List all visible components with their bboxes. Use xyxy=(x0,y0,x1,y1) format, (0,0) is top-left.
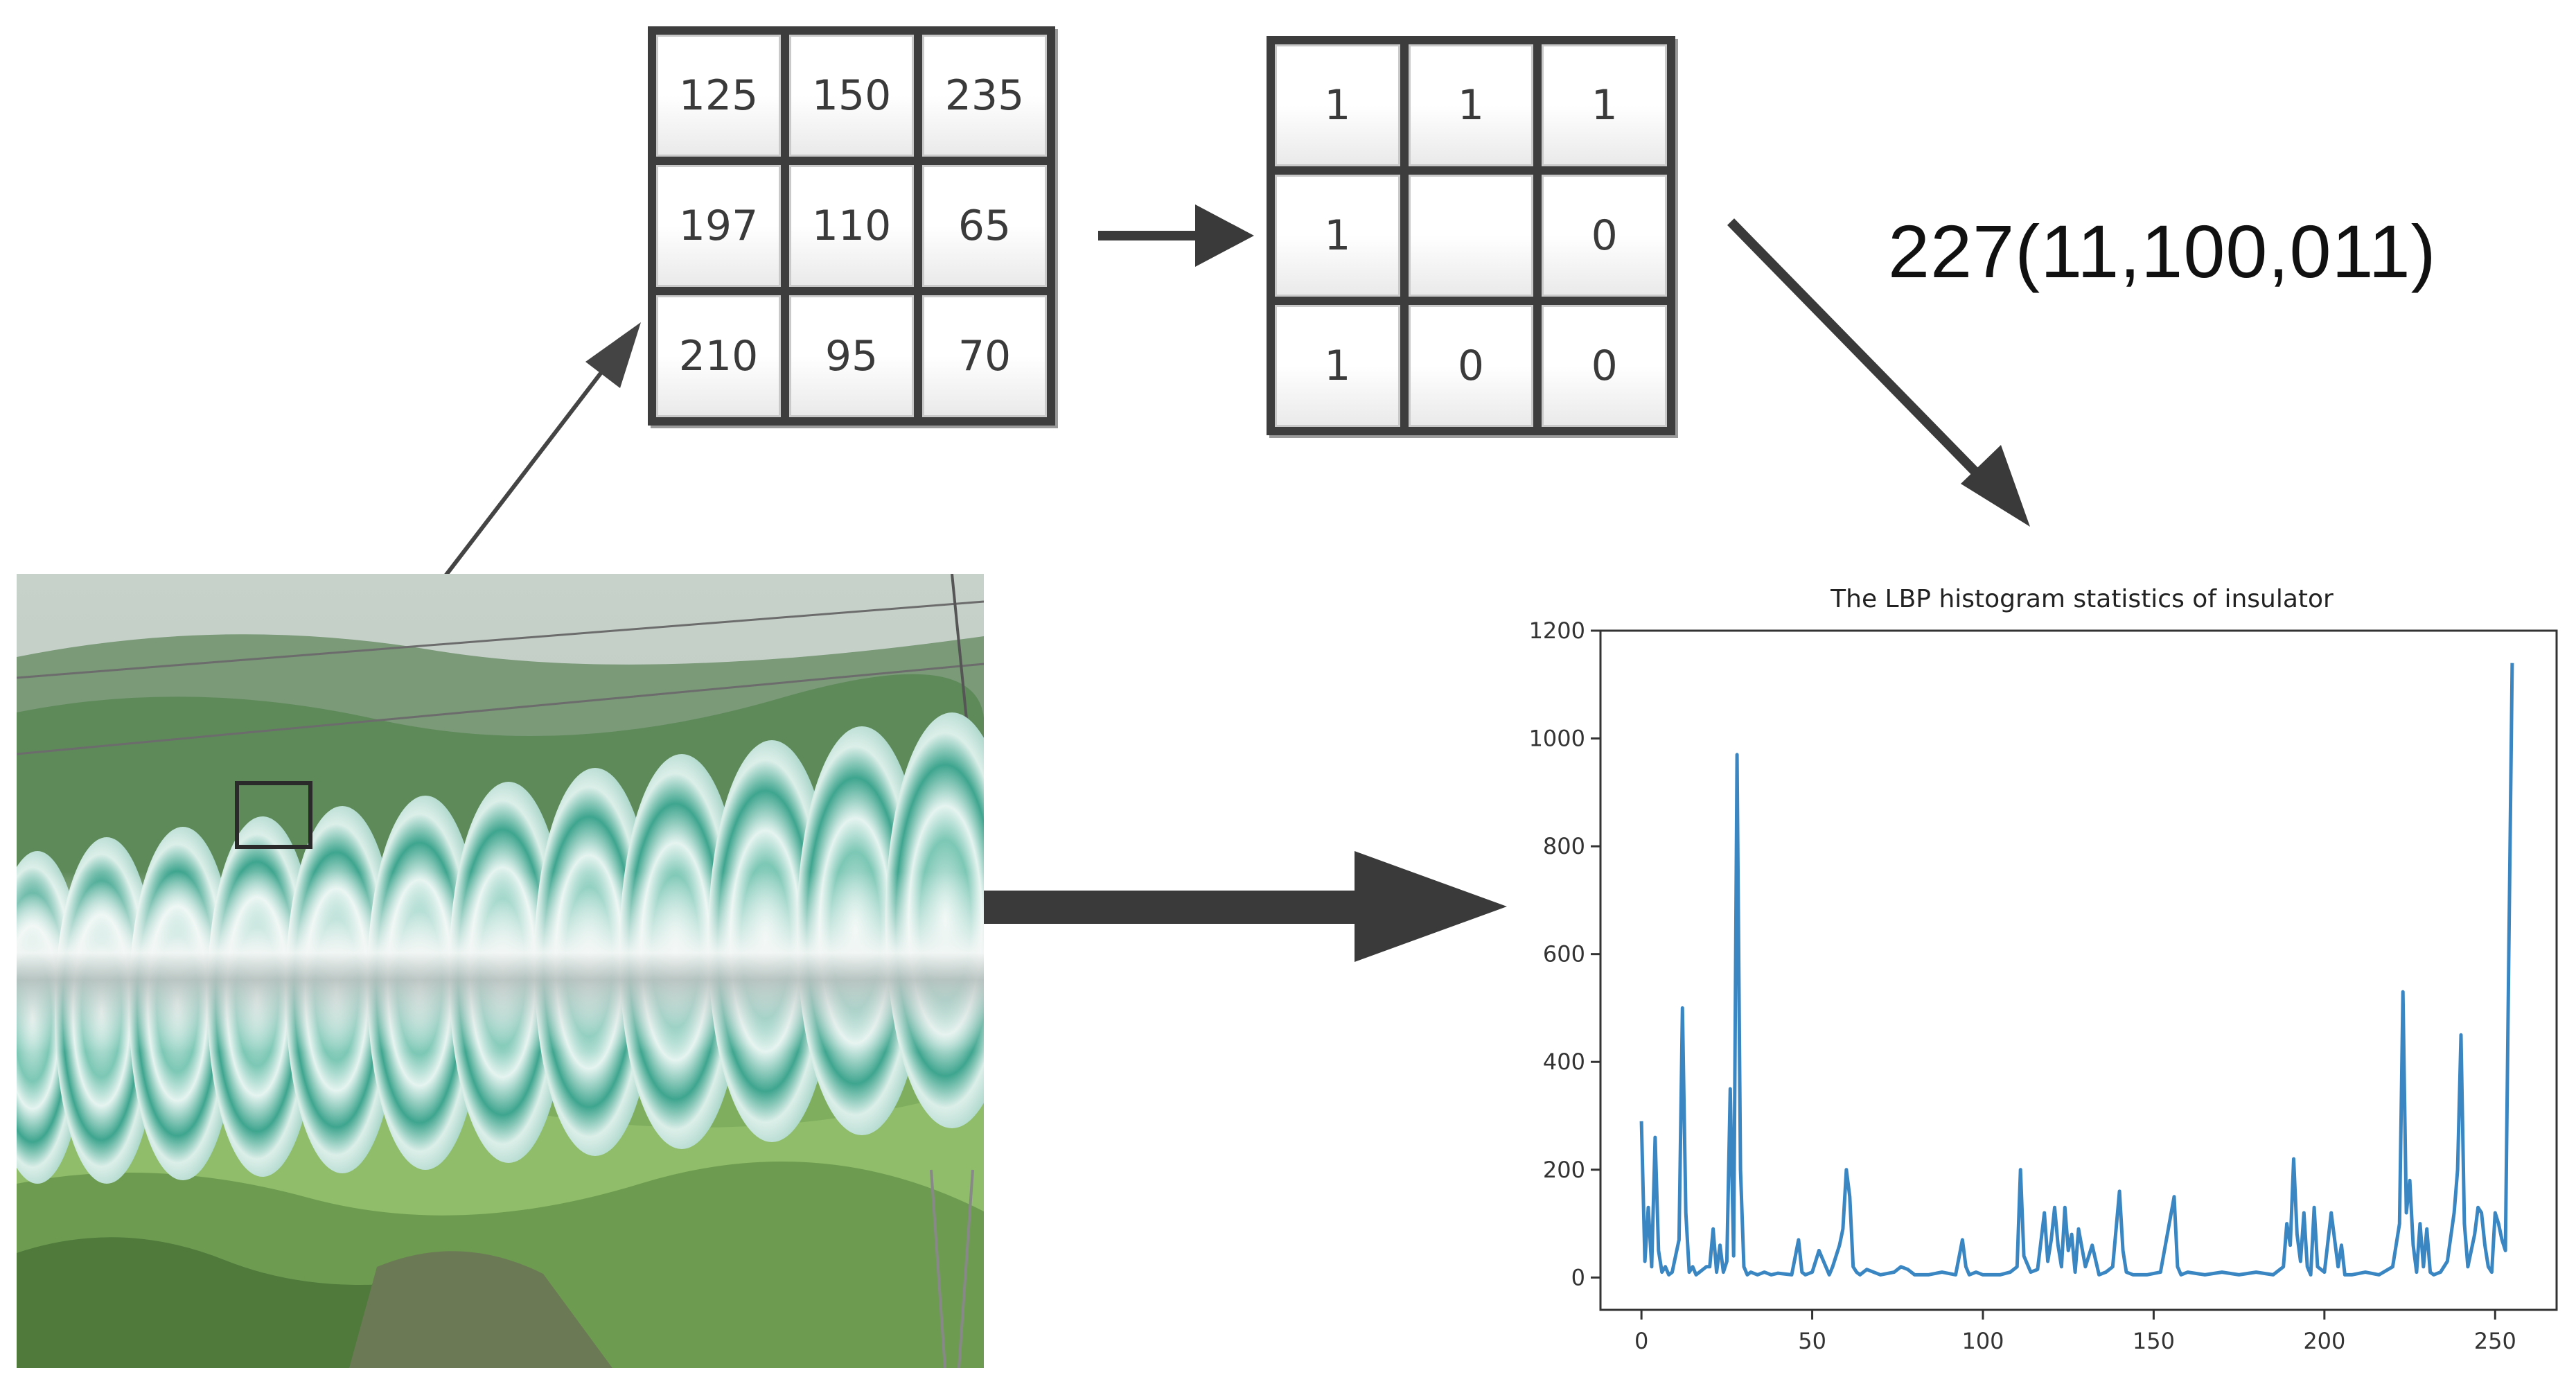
arrow-photo-to-histogram xyxy=(970,851,1507,962)
pixel-cell: 65 xyxy=(922,165,1047,287)
binary-cell: 1 xyxy=(1408,44,1534,166)
y-tick-label: 600 xyxy=(1543,941,1585,967)
x-tick-label: 250 xyxy=(2474,1328,2516,1354)
plot-frame xyxy=(1599,629,2558,1311)
lbp-histogram-chart: The LBP histogram statistics of insulato… xyxy=(1529,585,2558,1354)
pixel-cell: 197 xyxy=(656,165,781,287)
pixel-cell: 70 xyxy=(922,295,1047,417)
binary-cell: 0 xyxy=(1542,175,1667,297)
binary-cell: 1 xyxy=(1275,305,1400,427)
x-axis: 0 50 100 150 200 250 xyxy=(1634,1310,2516,1354)
x-tick-label: 150 xyxy=(2133,1328,2175,1354)
pixel-value-grid: 125 150 235 197 110 65 210 95 70 xyxy=(648,26,1055,426)
selection-box xyxy=(235,781,312,849)
binary-cell: 0 xyxy=(1408,305,1534,427)
y-tick-label: 1200 xyxy=(1529,618,1585,644)
pixel-cell: 95 xyxy=(789,295,914,417)
y-tick-label: 800 xyxy=(1543,833,1585,859)
binary-cell: 1 xyxy=(1275,44,1400,166)
pixel-cell: 125 xyxy=(656,35,781,157)
insulator-photo xyxy=(17,574,984,1368)
y-tick-label: 1000 xyxy=(1529,726,1585,752)
series-line xyxy=(1639,663,2514,1277)
binary-cell-center xyxy=(1408,175,1534,297)
binary-cell: 0 xyxy=(1542,305,1667,427)
arrow-pixels-to-binary xyxy=(1098,204,1254,267)
pixel-cell: 210 xyxy=(656,295,781,417)
y-tick-label: 0 xyxy=(1571,1264,1585,1290)
arrow-binary-to-histogram xyxy=(1727,218,2030,527)
x-tick-label: 0 xyxy=(1634,1328,1648,1354)
binary-threshold-grid: 1 1 1 1 0 1 0 0 xyxy=(1267,36,1675,435)
pixel-cell: 150 xyxy=(789,35,914,157)
pixel-cell: 235 xyxy=(922,35,1047,157)
x-tick-label: 200 xyxy=(2303,1328,2345,1354)
x-tick-label: 100 xyxy=(1961,1328,2004,1354)
y-axis: 0 200 400 600 800 1000 1200 xyxy=(1529,618,1600,1290)
chart-title: The LBP histogram statistics of insulato… xyxy=(1830,585,2334,613)
binary-cell: 1 xyxy=(1275,175,1400,297)
pixel-cell-center: 110 xyxy=(789,165,914,287)
binary-cell: 1 xyxy=(1542,44,1667,166)
lbp-code-label: 227(11,100,011) xyxy=(1888,209,2437,293)
x-tick-label: 50 xyxy=(1798,1328,1826,1354)
y-tick-label: 400 xyxy=(1543,1049,1585,1075)
y-tick-label: 200 xyxy=(1543,1157,1585,1183)
